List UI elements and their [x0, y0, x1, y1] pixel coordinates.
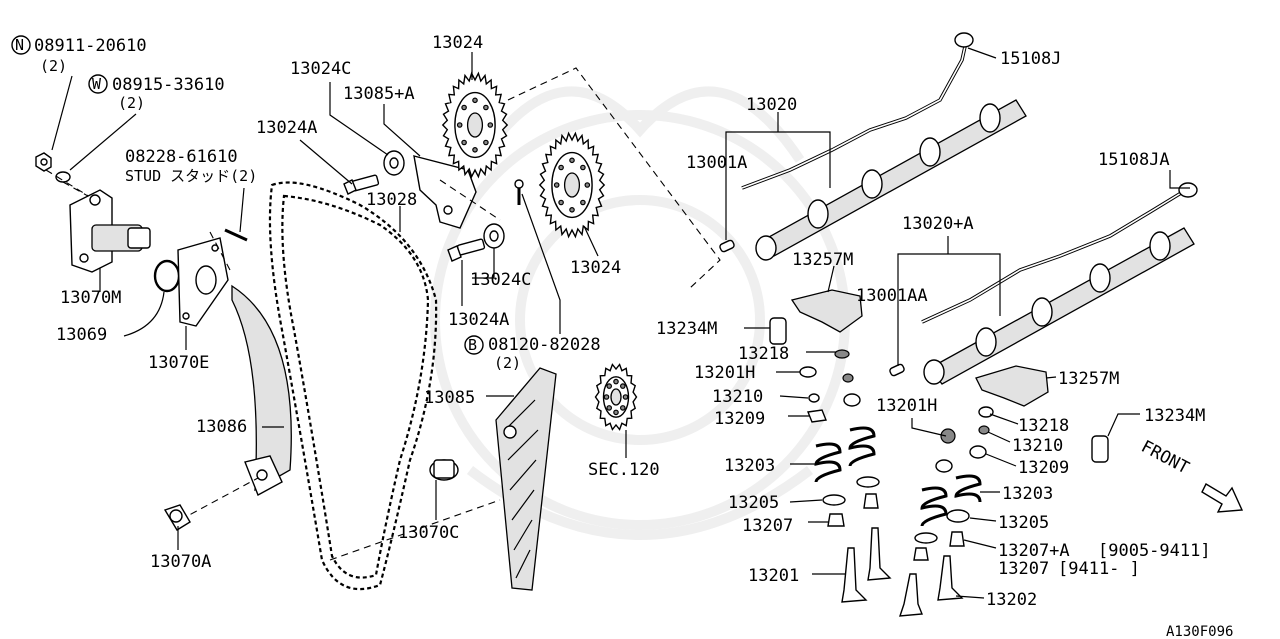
part-label-13201H: 13201H [694, 363, 755, 383]
part-label-13024A-lower: 13024A [448, 310, 509, 330]
part-label-13069: 13069 [56, 325, 107, 345]
part-label-13024C-lower: 13024C [470, 270, 531, 290]
part-label-13201H-right: 13201H [876, 396, 937, 416]
w-marker-letter: W [92, 75, 102, 93]
part-label-13085A: 13085+A [343, 84, 415, 104]
dowel-pin-icon [719, 239, 735, 253]
part-label-13207-right: 13207 [998, 559, 1049, 579]
oil-pipe-lower-icon [921, 182, 1198, 324]
chain-guide-upper-icon [413, 155, 477, 229]
camshaft-sprocket-icon [538, 131, 606, 239]
part-label-13205: 13205 [728, 493, 779, 513]
part-label-13086: 13086 [196, 417, 247, 437]
part-label-15108JA: 15108JA [1098, 150, 1170, 170]
part-label-13201: 13201 [748, 566, 799, 586]
front-direction-label: FRONT [1138, 437, 1193, 479]
part-label-13218-right: 13218 [1018, 416, 1069, 436]
b-marker-icon [464, 335, 484, 355]
part-label-13205-right: 13205 [998, 513, 1049, 533]
part-label-13024A: 13024A [256, 118, 317, 138]
dowel-pin-icon [889, 363, 905, 377]
part-label-13257M-right: 13257M [1058, 369, 1119, 389]
pivot-bolt-icon [429, 459, 459, 481]
valve-components-right [898, 406, 994, 617]
part-label-15108J: 15108J [1000, 49, 1061, 69]
part-label-08915-33610: 08915-33610 [112, 75, 225, 95]
part-label-13070E: 13070E [148, 353, 209, 373]
part-label-13020: 13020 [746, 95, 797, 115]
camshaft-upper-icon [755, 99, 1027, 261]
part-label-13001AA: 13001AA [856, 286, 928, 306]
n-marker-icon [11, 35, 31, 55]
part-qty-08915: (2) [118, 94, 145, 112]
part-label-13024-top: 13024 [432, 33, 483, 53]
hex-nut-icon [35, 152, 52, 172]
timing-chain-icon [268, 181, 438, 591]
crankshaft-sprocket-icon [594, 363, 638, 431]
part-label-13257M: 13257M [792, 250, 853, 270]
o-ring-icon [153, 259, 181, 293]
part-label-13203: 13203 [724, 456, 775, 476]
part-label-13209-right: 13209 [1018, 458, 1069, 478]
part-label-13207A: 13207+A [998, 541, 1070, 561]
part-label-08120-82028: 08120-82028 [488, 335, 601, 355]
lash-adjuster-icon [1091, 435, 1109, 463]
part-label-13070C: 13070C [398, 523, 459, 543]
lash-adjuster-icon [769, 317, 787, 345]
part-label-13209: 13209 [714, 409, 765, 429]
camshaft-sprocket-icon [441, 71, 509, 179]
part-label-13024-right: 13024 [570, 258, 621, 278]
oil-pipe-upper-icon [741, 32, 974, 190]
part-label-08911-20610: 08911-20610 [34, 36, 147, 56]
washer-icon [383, 150, 405, 176]
part-label-13024C: 13024C [290, 59, 351, 79]
tensioner-group [35, 152, 292, 531]
b-marker-letter: B [468, 336, 477, 354]
w-marker-icon [88, 74, 108, 94]
part-label-13070A: 13070A [150, 552, 211, 572]
part-label-08228-61610: 08228-61610 [125, 147, 238, 167]
n-marker-letter: N [15, 36, 24, 54]
camshaft-lower-icon [923, 227, 1195, 385]
part-label-stud: STUD スタッド(2) [125, 167, 257, 185]
rocker-arm-icon [975, 365, 1049, 407]
washer-icon [483, 223, 505, 249]
part-range-13207A: [9005-9411] [1098, 541, 1211, 561]
part-label-13202: 13202 [986, 590, 1037, 610]
pivot-bolt-icon [163, 504, 191, 531]
part-label-sec120: SEC.120 [588, 460, 660, 480]
tension-guide-icon [495, 367, 557, 591]
bolt-icon [447, 238, 486, 262]
part-label-13210: 13210 [712, 387, 763, 407]
part-label-13070M: 13070M [60, 288, 121, 308]
part-label-13210-right: 13210 [1012, 436, 1063, 456]
part-labels: N 08911-20610 (2) W 08915-33610 (2) 0822… [11, 33, 1233, 639]
part-label-13207: 13207 [742, 516, 793, 536]
slack-guide-icon [231, 284, 292, 496]
chain-tensioner-icon [69, 189, 151, 273]
part-label-13234M-right: 13234M [1144, 406, 1205, 426]
valve-components-left [799, 349, 892, 603]
front-arrow-icon [1201, 483, 1244, 513]
leader-lines [51, 47, 1190, 599]
part-qty-08120: (2) [494, 354, 521, 372]
part-qty-08911: (2) [40, 57, 67, 75]
part-label-13028: 13028 [366, 190, 417, 210]
part-label-13203-right: 13203 [1002, 484, 1053, 504]
bolt-icon [343, 174, 380, 195]
stud-icon [224, 228, 248, 242]
rocker-arm-icon [790, 289, 863, 333]
part-label-13001A: 13001A [686, 153, 747, 173]
part-label-13218: 13218 [738, 344, 789, 364]
gasket-icon [177, 237, 229, 327]
figure-reference: A130F096 [1166, 624, 1233, 639]
part-label-13085: 13085 [424, 388, 475, 408]
part-range-13207-right: [9411- ] [1058, 559, 1140, 579]
part-label-13020A: 13020+A [902, 214, 974, 234]
part-label-13234M: 13234M [656, 319, 717, 339]
